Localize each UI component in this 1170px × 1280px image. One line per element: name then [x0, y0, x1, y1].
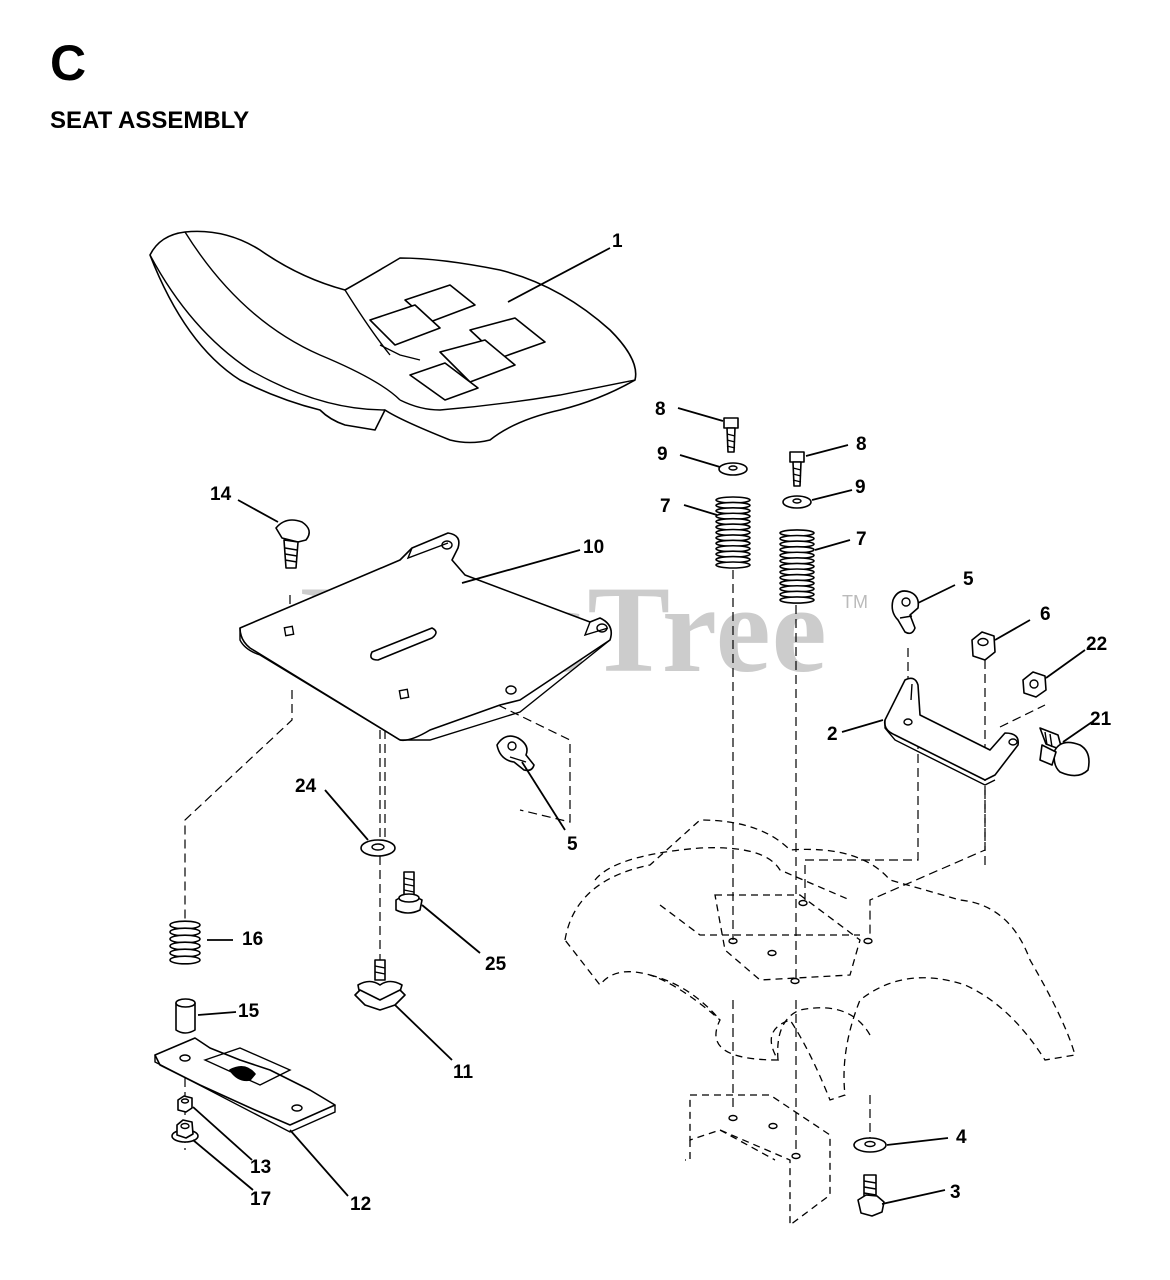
callout-2: 2 — [827, 724, 838, 745]
callout-12: 12 — [350, 1194, 371, 1215]
callout-9-left: 9 — [657, 444, 668, 465]
part-washer-lower — [853, 1137, 887, 1153]
part-hex-bolt-lower — [857, 1174, 885, 1217]
part-washer-right — [782, 495, 812, 509]
callout-16: 16 — [242, 929, 263, 950]
callout-25: 25 — [485, 954, 507, 975]
part-seat — [149, 230, 637, 444]
part-spring-right — [779, 529, 815, 604]
watermark-trademark: TM — [842, 592, 868, 612]
callout-7-left: 7 — [660, 496, 671, 517]
callout-11: 11 — [453, 1062, 474, 1083]
part-flange-nut — [171, 1119, 199, 1143]
spring-coil — [779, 596, 815, 604]
callout-17: 17 — [250, 1189, 271, 1210]
part-clip-lower — [496, 735, 535, 772]
part-bolt-left — [723, 417, 739, 453]
callout-13: 13 — [250, 1157, 271, 1178]
part-hex-nut — [1022, 671, 1047, 698]
part-clip-upper — [891, 590, 920, 635]
callout-8-right: 8 — [856, 434, 867, 455]
part-shoulder-bolt — [1039, 727, 1090, 777]
part-lock-nut — [971, 631, 996, 661]
callout-4: 4 — [956, 1127, 967, 1148]
part-spacer — [175, 998, 196, 1034]
callout-8-left: 8 — [655, 399, 666, 420]
part-flange-bolt — [395, 871, 423, 914]
part-washer-left — [718, 462, 748, 476]
section-letter: C — [50, 35, 87, 91]
callout-14: 14 — [210, 484, 232, 505]
tractor-frame-outline — [564, 819, 1076, 1227]
part-flat-washer-large — [360, 839, 396, 857]
spring-coil — [169, 955, 201, 965]
part-bolt-right — [789, 451, 805, 487]
frame-mount-holes — [728, 899, 873, 1160]
callout-9-right: 9 — [855, 477, 866, 498]
callout-5-upper: 5 — [963, 569, 974, 590]
callout-1: 1 — [612, 231, 623, 252]
callout-labels: 1 2 3 4 5 5 6 7 7 8 8 9 9 10 11 12 13 14… — [210, 231, 1112, 1215]
callout-10: 10 — [583, 537, 604, 558]
callout-21: 21 — [1090, 709, 1112, 730]
spring-coil — [715, 561, 751, 569]
part-pivot-bracket — [883, 677, 1020, 786]
leader-lines — [192, 247, 1093, 1205]
part-spring-left — [715, 496, 751, 569]
part-seat-pan — [239, 532, 613, 742]
callout-22: 22 — [1086, 634, 1107, 655]
callout-3: 3 — [950, 1182, 961, 1203]
callout-24: 24 — [295, 776, 317, 797]
part-carriage-bolt — [275, 519, 310, 569]
part-small-nut — [177, 1095, 193, 1113]
callout-6: 6 — [1040, 604, 1051, 625]
part-mounting-plate — [154, 1037, 336, 1133]
callout-15: 15 — [238, 1001, 260, 1022]
section-title: SEAT ASSEMBLY — [50, 107, 250, 134]
part-adjustment-knob — [354, 959, 406, 1011]
callout-7-right: 7 — [856, 529, 867, 550]
part-spring-small — [169, 920, 201, 965]
callout-5-lower: 5 — [567, 834, 578, 855]
